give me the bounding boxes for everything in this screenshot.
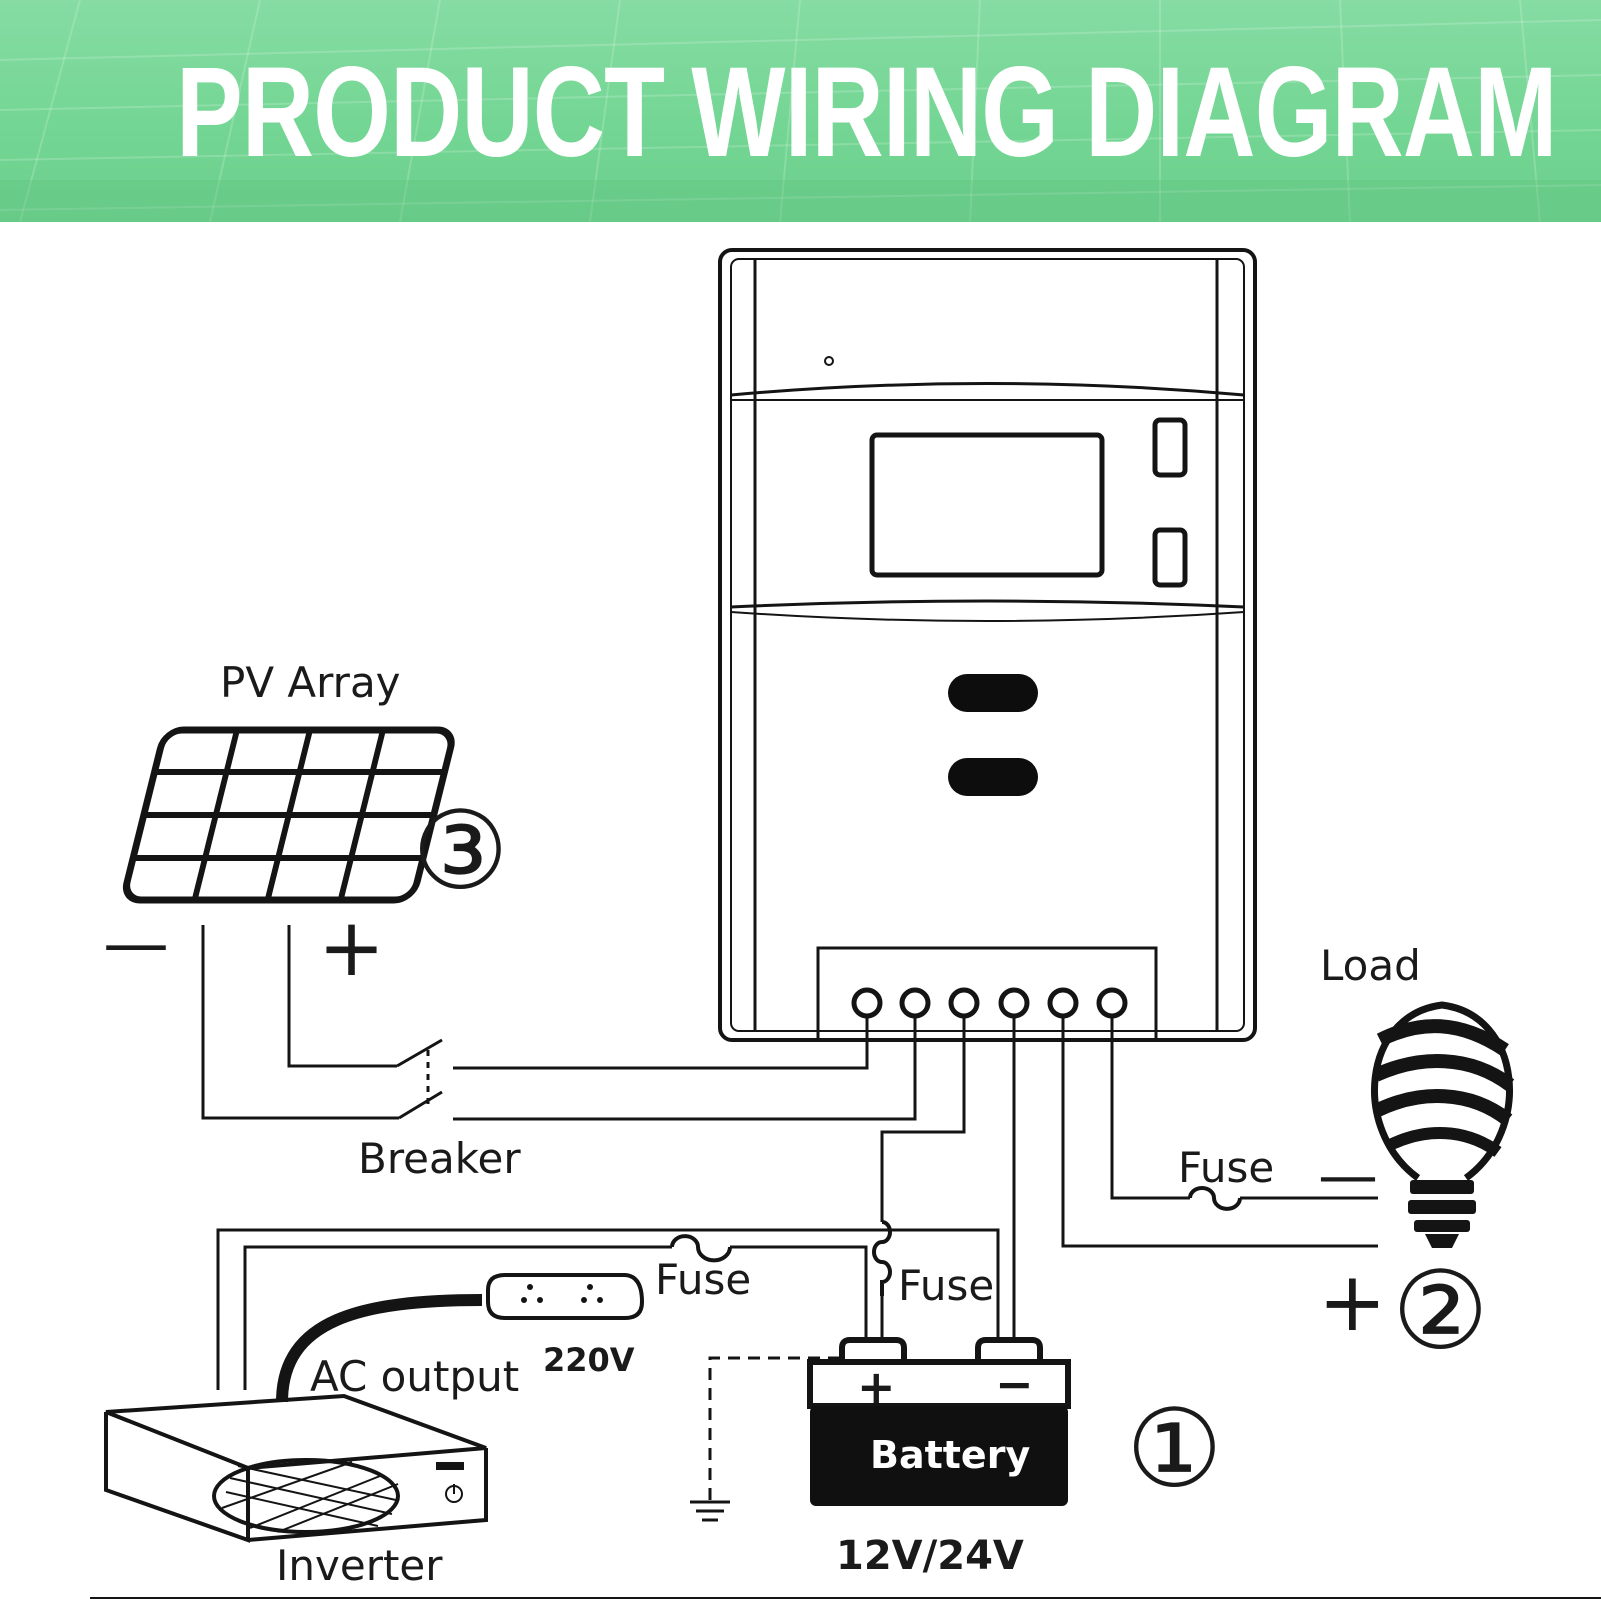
inverter-fuse-symbol-icon bbox=[670, 1234, 732, 1263]
ac-output-cable bbox=[276, 1294, 483, 1403]
terminal-screws bbox=[851, 987, 1128, 1019]
button-1 bbox=[948, 674, 1038, 712]
marker-1: ① bbox=[1126, 1387, 1223, 1512]
battery-fuse-symbol-icon bbox=[872, 1220, 892, 1296]
ground-symbol-icon bbox=[690, 1356, 840, 1522]
inverter-label: Inverter bbox=[276, 1541, 443, 1590]
battery-icon bbox=[807, 1337, 1071, 1506]
load-label: Load bbox=[1320, 941, 1421, 990]
pv-plus-label: + bbox=[318, 901, 385, 994]
solar-panel-icon bbox=[122, 726, 455, 904]
load-fuse-label: Fuse bbox=[1178, 1143, 1274, 1192]
solar-panel-background-icon bbox=[0, 0, 1601, 222]
light-bulb-icon bbox=[1371, 1001, 1515, 1248]
ac-output-label: AC output bbox=[310, 1352, 519, 1401]
marker-2: ② bbox=[1392, 1249, 1489, 1374]
battery-wiring bbox=[216, 1016, 1016, 1390]
lcd-screen bbox=[869, 432, 1105, 578]
button-2 bbox=[948, 758, 1038, 796]
load-minus-label: — bbox=[1318, 1141, 1378, 1211]
load-wiring bbox=[1061, 1016, 1378, 1248]
header-banner: PRODUCT WIRING DIAGRAM bbox=[0, 0, 1601, 222]
breaker-label: Breaker bbox=[358, 1134, 521, 1183]
battery-voltage-label: 12V/24V bbox=[836, 1533, 1024, 1579]
ac-voltage-label: 220V bbox=[543, 1341, 635, 1379]
power-strip-icon bbox=[486, 1273, 645, 1320]
pv-minus-label: — bbox=[103, 905, 169, 982]
battery-fuse-label: Fuse bbox=[898, 1261, 994, 1310]
inverter-icon bbox=[104, 1393, 488, 1543]
breaker-switch-icon bbox=[396, 1038, 443, 1120]
pv-wiring bbox=[201, 925, 917, 1121]
battery-label: Battery bbox=[870, 1433, 1030, 1477]
load-fuse-symbol-icon bbox=[1188, 1186, 1242, 1211]
terminal-block bbox=[816, 946, 1158, 1042]
battery-minus-label: − bbox=[995, 1357, 1034, 1411]
load-plus-label: + bbox=[1318, 1255, 1387, 1350]
usb-port-2 bbox=[1152, 527, 1188, 588]
inverter-fuse-label: Fuse bbox=[655, 1255, 751, 1304]
page-title: PRODUCT WIRING DIAGRAM bbox=[176, 41, 1557, 184]
charge-controller bbox=[718, 248, 1257, 1042]
pv-array-label: PV Array bbox=[220, 658, 401, 707]
battery-plus-label: + bbox=[857, 1360, 896, 1414]
marker-3: ③ bbox=[412, 789, 509, 914]
usb-port-1 bbox=[1152, 417, 1188, 478]
